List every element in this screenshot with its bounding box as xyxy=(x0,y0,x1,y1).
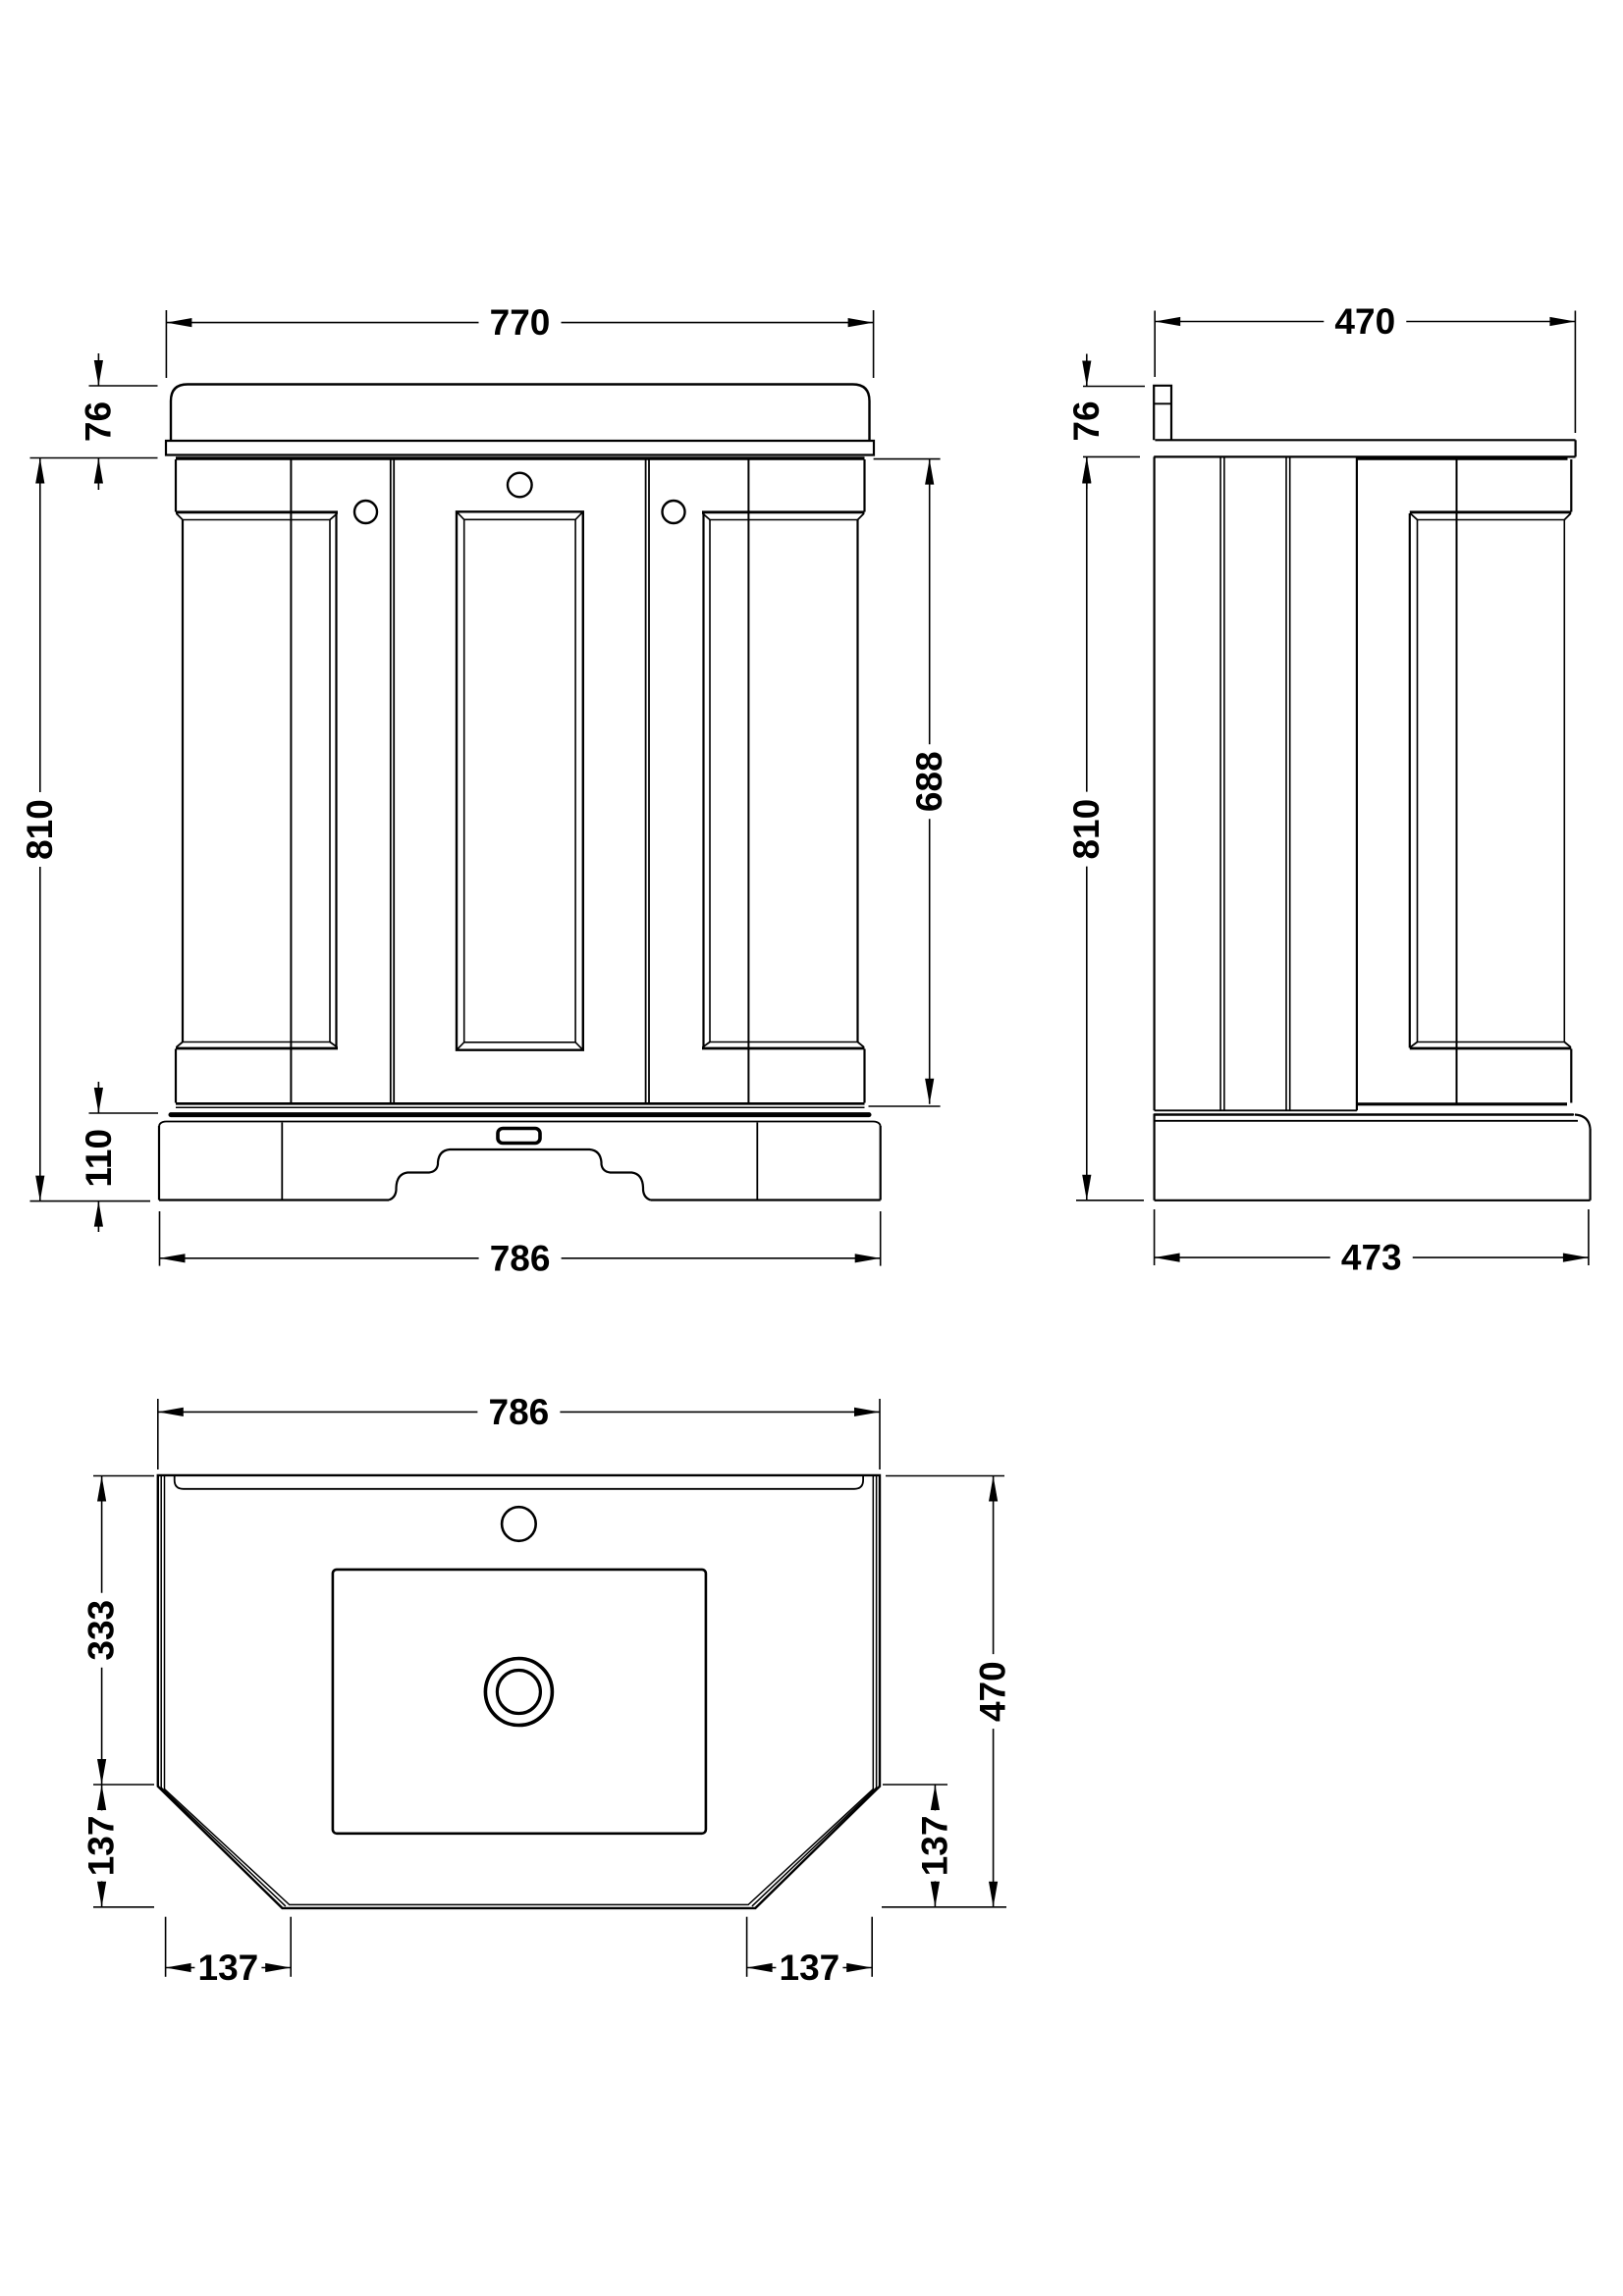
svg-text:76: 76 xyxy=(79,401,119,442)
svg-text:688: 688 xyxy=(909,751,949,812)
svg-text:333: 333 xyxy=(81,1600,122,1661)
svg-text:786: 786 xyxy=(490,1238,551,1278)
svg-text:470: 470 xyxy=(1334,301,1395,342)
svg-text:137: 137 xyxy=(780,1948,840,1988)
svg-text:770: 770 xyxy=(490,302,551,343)
svg-text:137: 137 xyxy=(915,1816,955,1877)
svg-text:470: 470 xyxy=(973,1661,1013,1722)
svg-text:473: 473 xyxy=(1341,1238,1402,1278)
svg-text:810: 810 xyxy=(1066,799,1107,860)
svg-text:137: 137 xyxy=(198,1948,259,1988)
svg-text:137: 137 xyxy=(81,1816,122,1877)
svg-text:810: 810 xyxy=(20,799,60,860)
svg-text:786: 786 xyxy=(489,1392,550,1432)
svg-text:76: 76 xyxy=(1066,400,1107,441)
svg-text:110: 110 xyxy=(79,1129,119,1188)
